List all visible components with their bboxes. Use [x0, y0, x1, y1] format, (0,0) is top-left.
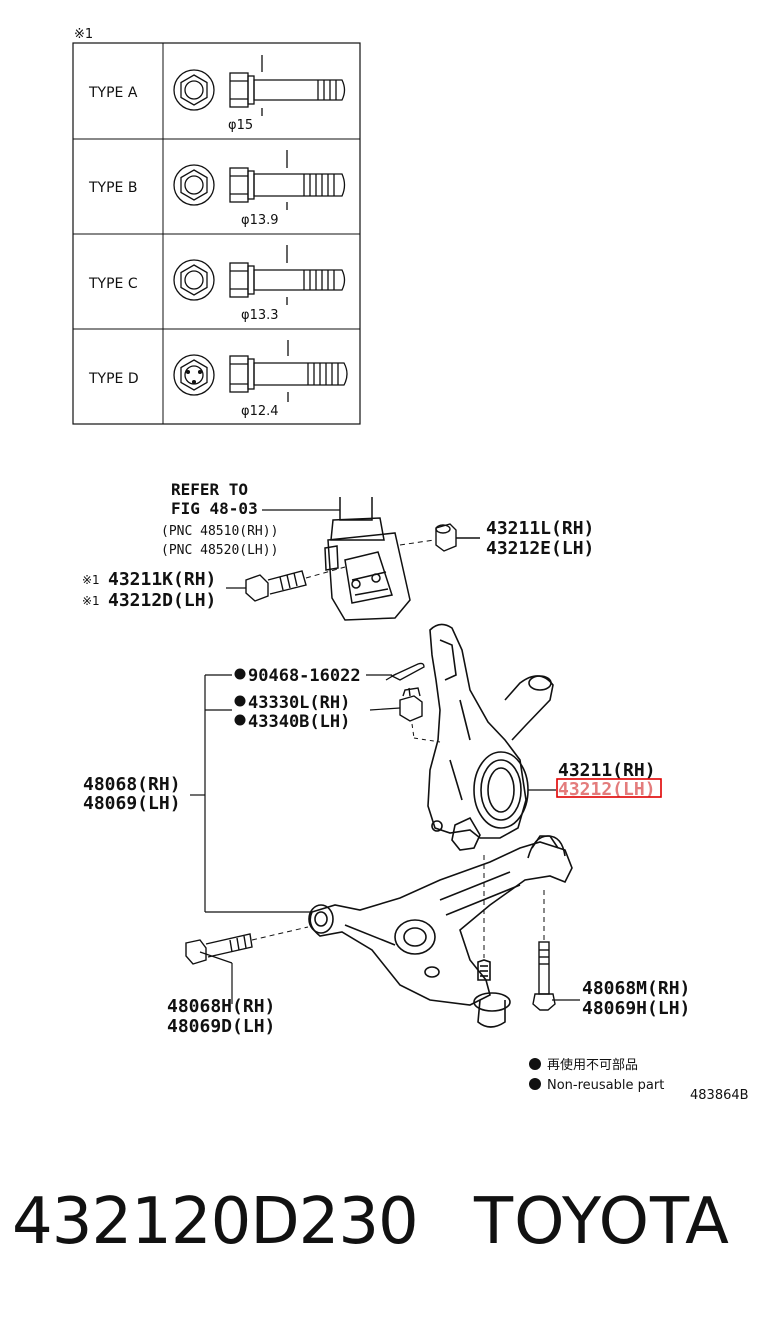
part-43212d-label: 43212D(LH): [108, 590, 216, 611]
legend-bullet-icon: [529, 1078, 541, 1090]
table-row-type-d: TYPE D φ12.4: [88, 340, 348, 419]
leader-lines: [190, 509, 580, 1004]
table-row-type-b: TYPE B φ13.9: [88, 150, 346, 228]
type-d-label: TYPE D: [88, 371, 139, 387]
part-48068-label: 48068(RH): [83, 774, 181, 795]
bolt-icon: [229, 55, 346, 116]
type-d-diameter: φ12.4: [241, 404, 279, 419]
bolt-icon: [229, 245, 346, 305]
part-number: 432120D230: [12, 1185, 419, 1259]
legend-bullet-icon: [529, 1058, 541, 1070]
type-a-label: TYPE A: [88, 85, 138, 101]
hex-nut-icon: [173, 69, 215, 111]
type-b-label: TYPE B: [88, 180, 137, 196]
cotter-pin-drawing: [385, 662, 425, 681]
table-row-type-c: TYPE C φ13.3: [88, 245, 346, 323]
legend: 再使用不可部品 Non-reusable part 483864B: [529, 1057, 749, 1103]
shock-absorber-drawing: [324, 497, 411, 621]
type-c-label: TYPE C: [88, 276, 138, 292]
type-a-diameter: φ15: [228, 118, 253, 133]
hex-nut-icon: [173, 354, 215, 396]
bolt-icon: [229, 340, 348, 402]
pnc-rh-label: (PNC 48510(RH)): [161, 524, 278, 539]
type-c-diameter: φ13.3: [241, 308, 279, 323]
castle-nut-drawing: [399, 687, 441, 743]
type-b-diameter: φ13.9: [241, 213, 279, 228]
part-43330l-label: 43330L(RH): [248, 693, 350, 713]
part-43211-label: 43211(RH): [558, 760, 656, 781]
hex-nut-icon: [173, 259, 215, 301]
part-43211k-label: 43211K(RH): [108, 569, 216, 590]
part-48069d-label: 48069D(LH): [167, 1016, 275, 1037]
arm-front-bolt-drawing: [185, 926, 309, 965]
figure-id: 483864B: [690, 1088, 749, 1103]
refer-fig-label: FIG 48-03: [171, 499, 258, 518]
pnc-lh-label: (PNC 48520(LH)): [161, 543, 278, 558]
part-48069-label: 48069(LH): [83, 793, 181, 814]
note-mark-2: ※1: [82, 594, 100, 608]
bolt-type-table: ※1: [72, 27, 361, 425]
hex-nut-icon: [173, 164, 215, 206]
note-mark-1: ※1: [82, 573, 100, 587]
arm-rear-bolt-drawing: [532, 890, 556, 1011]
non-reusable-bullet-icon: [234, 714, 246, 726]
bolt-icon: [229, 150, 346, 210]
legend-english: Non-reusable part: [547, 1078, 664, 1093]
part-43212e-label: 43212E(LH): [486, 538, 594, 559]
part-43212-label: 43212(LH): [558, 779, 656, 800]
strut-bolt-drawing: [245, 566, 346, 602]
table-row-type-a: TYPE A φ15: [88, 55, 346, 133]
table-note-mark: ※1: [74, 27, 93, 42]
non-reusable-bullet-icon: [234, 668, 246, 680]
legend-japanese: 再使用不可部品: [547, 1057, 638, 1073]
refer-to-label: REFER TO: [171, 480, 248, 499]
highlight-box: [556, 778, 662, 798]
part-43340b-label: 43340B(LH): [248, 712, 350, 732]
strut-nut-drawing: [399, 523, 480, 552]
steering-knuckle-drawing: [427, 623, 554, 851]
non-reusable-bullet-icon: [234, 695, 246, 707]
part-48069h-label: 48069H(LH): [582, 998, 690, 1019]
part-43211l-label: 43211L(RH): [486, 518, 594, 539]
part-48068m-label: 48068M(RH): [582, 978, 690, 999]
lower-control-arm-drawing: [308, 835, 573, 1028]
part-48068h-label: 48068H(RH): [167, 996, 275, 1017]
brand-name: TOYOTA: [474, 1185, 730, 1259]
diagram-labels: REFER TO FIG 48-03 (PNC 48510(RH)) (PNC …: [82, 480, 690, 1037]
product-caption: 432120D230 TOYOTA: [0, 1185, 760, 1295]
part-90468-label: 90468-16022: [248, 666, 361, 686]
